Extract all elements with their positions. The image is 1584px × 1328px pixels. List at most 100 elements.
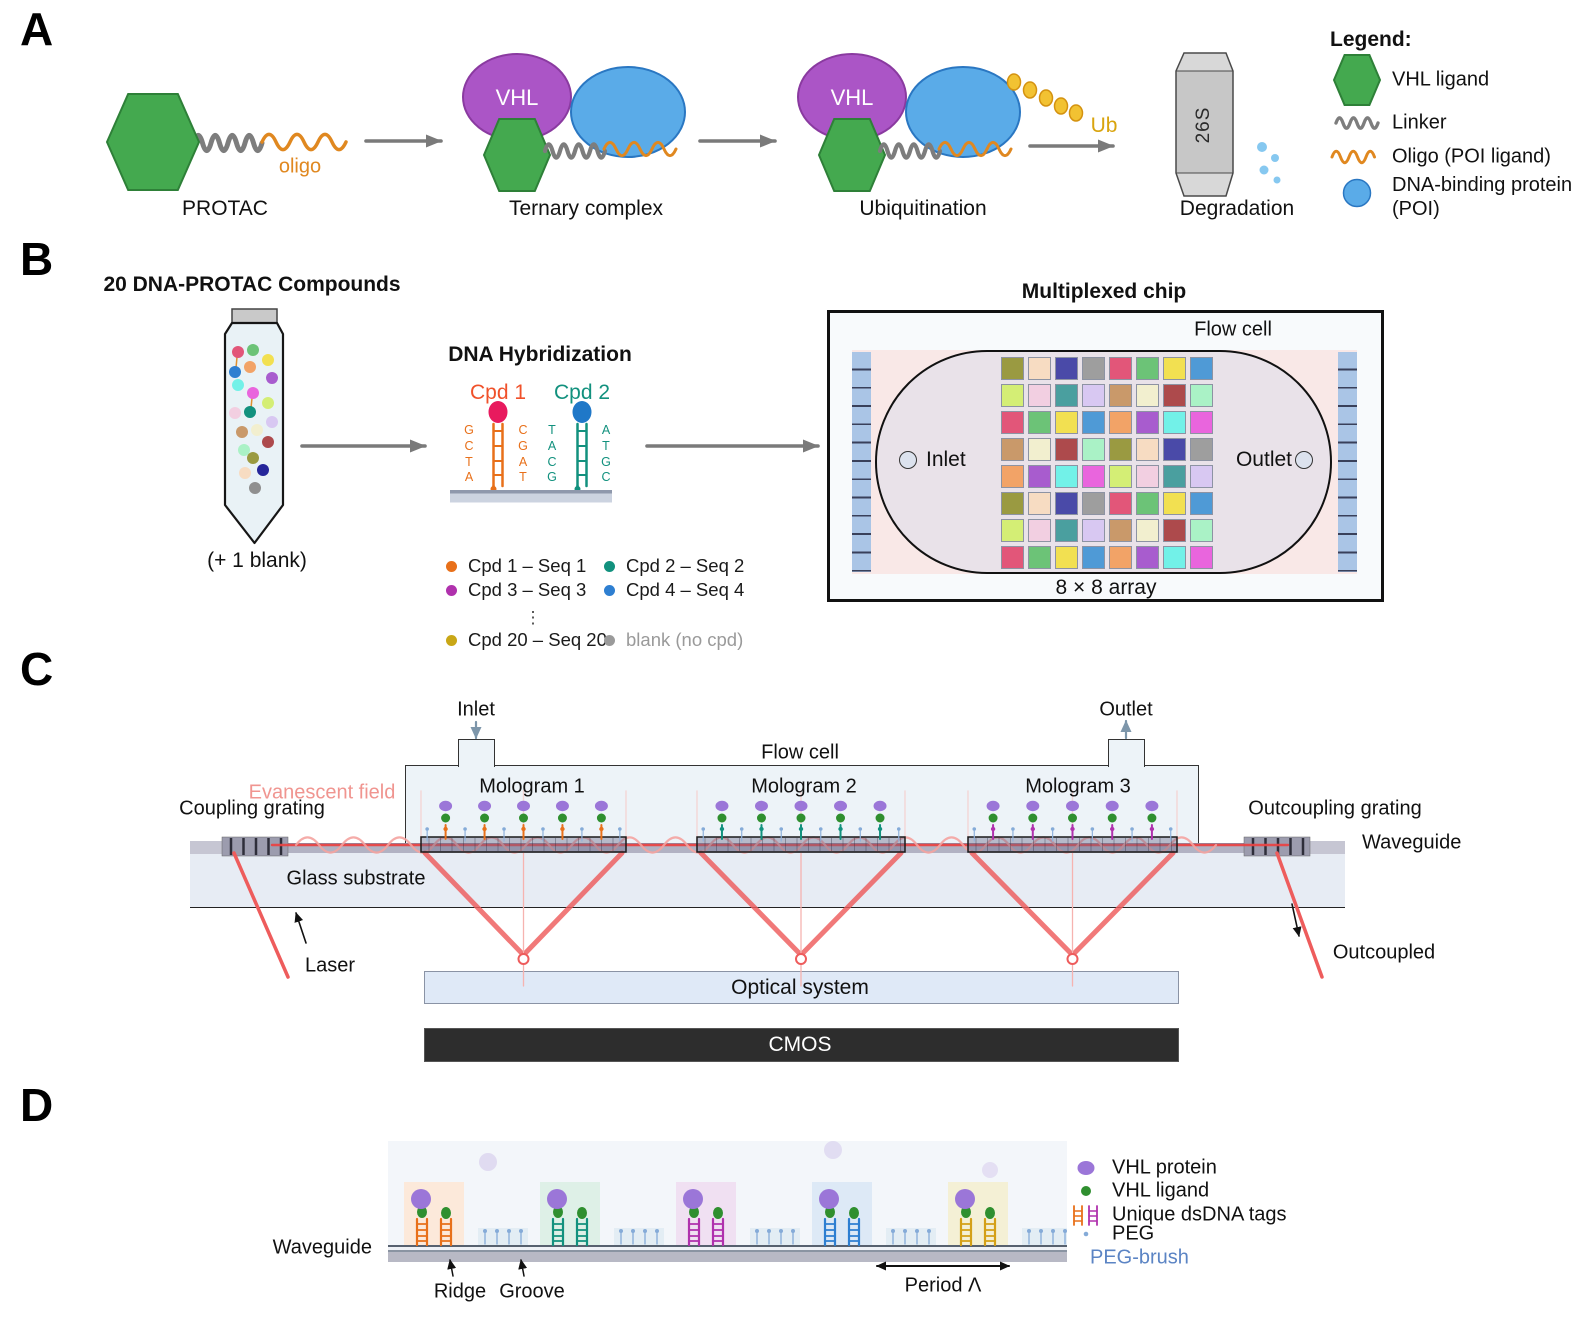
compound-dot-icon <box>229 366 241 378</box>
chip-inlet-port <box>899 451 917 469</box>
cpd1-label: Cpd 1 <box>469 381 527 404</box>
outlet-stub <box>1108 739 1145 767</box>
vhl-protein-dot-icon <box>683 1189 703 1209</box>
peg-icon <box>767 1229 771 1233</box>
legend-ellipsis: ⋮ <box>524 608 542 627</box>
vhl-ligand-icon <box>105 93 201 191</box>
array-spot <box>1001 492 1024 515</box>
vhl-protein-dot-icon <box>819 1189 839 1209</box>
vhl-ligand-dot-icon <box>553 1206 563 1218</box>
array-spot <box>1028 492 1051 515</box>
legend-row-label: Cpd 2 – Seq 2 <box>626 555 745 576</box>
panel-a-art <box>105 52 1382 208</box>
peg-icon <box>972 827 977 831</box>
degraded-fragment-icon <box>1259 165 1269 175</box>
array-spot <box>1082 384 1105 407</box>
compound-dot-icon <box>232 346 244 358</box>
array-spot <box>1055 546 1078 569</box>
array-spot <box>1055 411 1078 434</box>
peg-icon <box>1168 827 1173 831</box>
vhl-ligand-dot-icon <box>689 1206 699 1218</box>
vhl-ligand-dot-icon <box>480 813 490 823</box>
waveguide-d-core-bot <box>388 1250 1067 1252</box>
array-spot <box>1163 438 1186 461</box>
legend-row-label: Cpd 3 – Seq 3 <box>468 579 587 600</box>
vhl-ligand-dot-icon <box>1028 813 1038 823</box>
array-spot <box>1163 357 1186 380</box>
peg-icon <box>858 827 863 831</box>
peg-icon <box>541 827 545 831</box>
waveguide-d-core <box>388 1247 1067 1250</box>
vhl-ligand-dot-icon <box>985 1207 995 1219</box>
array-spot <box>1028 519 1051 542</box>
focused-beam <box>798 850 904 958</box>
compound-dot-icon <box>257 464 269 476</box>
compound-dot-icon <box>232 379 244 391</box>
array-spot <box>1109 465 1132 488</box>
ubiquitination-label: Ubiquitination <box>859 197 987 220</box>
vhl-protein-dot-icon <box>478 800 492 812</box>
vhl-ligand-dot-icon <box>557 813 567 823</box>
c-flow-cell-label: Flow cell <box>761 741 839 764</box>
proteasome-26s-label: 26S <box>1193 106 1214 144</box>
peg-icon <box>618 827 622 831</box>
vhl-ligand-dot-icon <box>836 813 846 823</box>
vhl-ligand-dot-icon <box>1107 813 1117 823</box>
ubiquitin-bead-icon <box>1006 73 1022 91</box>
compound-dot-icon <box>239 467 251 479</box>
array-spot <box>1001 438 1024 461</box>
array-spot <box>1136 411 1159 434</box>
evanescent-field-wave <box>294 836 1218 854</box>
peg-icon <box>779 1229 783 1233</box>
cpd3-dot-icon <box>446 584 457 596</box>
panel-a-letter: A <box>20 3 54 55</box>
peg-icon <box>502 827 506 831</box>
ridge-tint <box>948 1182 1008 1245</box>
array-spot <box>1001 357 1024 380</box>
legend-item-linker: Linker <box>1392 111 1447 134</box>
focal-point-icon <box>517 953 530 965</box>
panel-d-art <box>404 1141 1098 1277</box>
vhl-label-ternary: VHL <box>495 85 539 110</box>
array-spot <box>1001 411 1024 434</box>
cmos-box <box>424 1028 1179 1062</box>
laser-label: Laser <box>304 954 356 977</box>
peg-icon <box>1011 827 1015 831</box>
floating-vhl-protein-icon <box>824 1141 842 1159</box>
peg-icon <box>631 1229 635 1233</box>
legend-poi-icon <box>1342 178 1372 208</box>
vhl-ligand-dot-icon <box>441 1207 451 1219</box>
array-spot <box>1163 411 1186 434</box>
legend-title: Legend: <box>1330 28 1412 51</box>
array-spot <box>1190 438 1213 461</box>
ub-label: Ub <box>1090 114 1118 137</box>
peg-icon <box>495 1229 499 1233</box>
vhl-protein-dot-icon <box>439 800 453 812</box>
vhl-protein-dot-icon <box>955 1189 975 1209</box>
vhl-protein-dot-icon <box>794 800 808 812</box>
vhl-ligand-dot-icon <box>988 813 998 823</box>
period-label: Period Λ <box>904 1274 982 1297</box>
c-waveguide-label: Waveguide <box>1362 831 1462 854</box>
ubiquitin-bead-icon <box>1038 89 1054 107</box>
vhl-ligand-icon <box>817 118 887 192</box>
peg-icon <box>755 1229 759 1233</box>
array-spot <box>1055 384 1078 407</box>
laser-direction-arrow <box>294 912 307 944</box>
array-spot <box>1001 519 1024 542</box>
peg-icon <box>643 1229 647 1233</box>
protac-label: PROTAC <box>182 197 268 220</box>
peg-icon <box>891 1229 895 1233</box>
focal-point-icon <box>795 953 807 965</box>
peg-icon <box>1063 1229 1067 1233</box>
legend-row-cpd4: Cpd 4 – Seq 4 <box>604 579 744 601</box>
vhl-protein-dot-icon <box>594 800 608 812</box>
peg-icon <box>701 827 706 831</box>
vhl-ligand-dot-icon <box>875 813 885 823</box>
array-spot <box>1109 492 1132 515</box>
glass-substrate-label: Glass substrate <box>286 867 426 890</box>
array-spot <box>1028 357 1051 380</box>
legend-row-label: Cpd 1 – Seq 1 <box>468 555 587 576</box>
waveguide-d-substrate <box>388 1252 1067 1262</box>
